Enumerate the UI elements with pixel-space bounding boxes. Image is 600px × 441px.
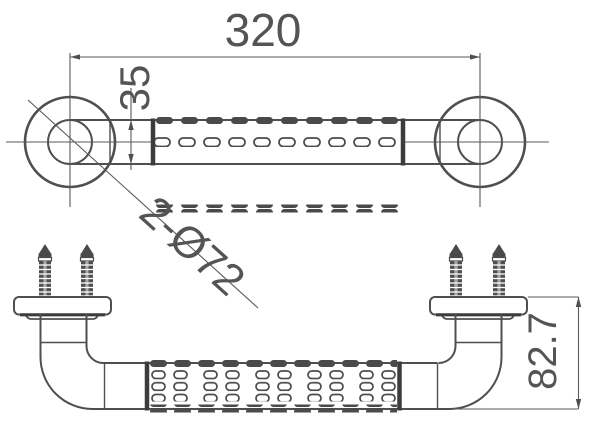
left-flange-plate: [13, 296, 112, 316]
screw-icon: [79, 243, 95, 299]
grip-texture-side-view: [144, 359, 402, 413]
right-inner-bend: [438, 314, 457, 364]
overall-length-label: 320: [225, 4, 302, 56]
arrowhead-up: [575, 297, 582, 307]
right-outer-bend: [449, 314, 503, 410]
right-flange-side: [429, 296, 528, 320]
arrowhead-left: [70, 54, 80, 60]
dimension-82-7: 82.7: [452, 296, 582, 410]
overall-height-label: 82.7: [521, 312, 565, 390]
screw-icon: [448, 243, 464, 299]
tube-diameter-label: 35: [111, 65, 158, 112]
left-outer-bend: [39, 314, 93, 410]
dimension-35: 35: [111, 65, 158, 170]
screw-icon: [491, 243, 507, 299]
left-flange-side: [13, 296, 112, 320]
left-inner-bend: [85, 314, 104, 364]
arrowhead-down: [128, 154, 134, 164]
side-view: 82.7: [13, 243, 582, 413]
grip-texture-top-view: [150, 116, 406, 213]
leader-line: [27, 99, 259, 309]
arrowhead-down: [575, 399, 582, 409]
grip-bottom-dashes: [155, 204, 402, 213]
right-flange-plate: [429, 296, 528, 316]
arrowhead-right: [470, 54, 480, 60]
screw-icon: [37, 243, 53, 299]
dimension-320: 320: [70, 4, 480, 60]
arrowhead-up: [128, 120, 134, 130]
